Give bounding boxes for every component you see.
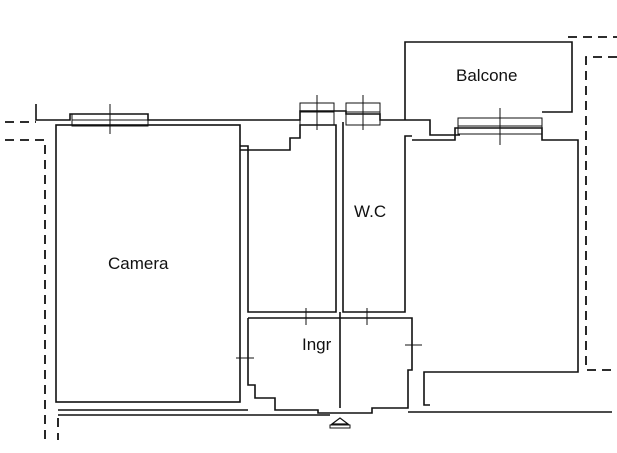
room-label-wc: W.C [354,202,387,221]
door-marks [236,308,422,359]
windows [71,95,543,145]
walls [35,41,612,416]
room-label-ingresso: Ingr [302,335,332,354]
room-label-balcone: Balcone [456,66,518,85]
entrance-arrow-icon [329,417,351,429]
room-label-camera: Camera [108,254,169,273]
dashed-boundary-lines [5,36,617,440]
